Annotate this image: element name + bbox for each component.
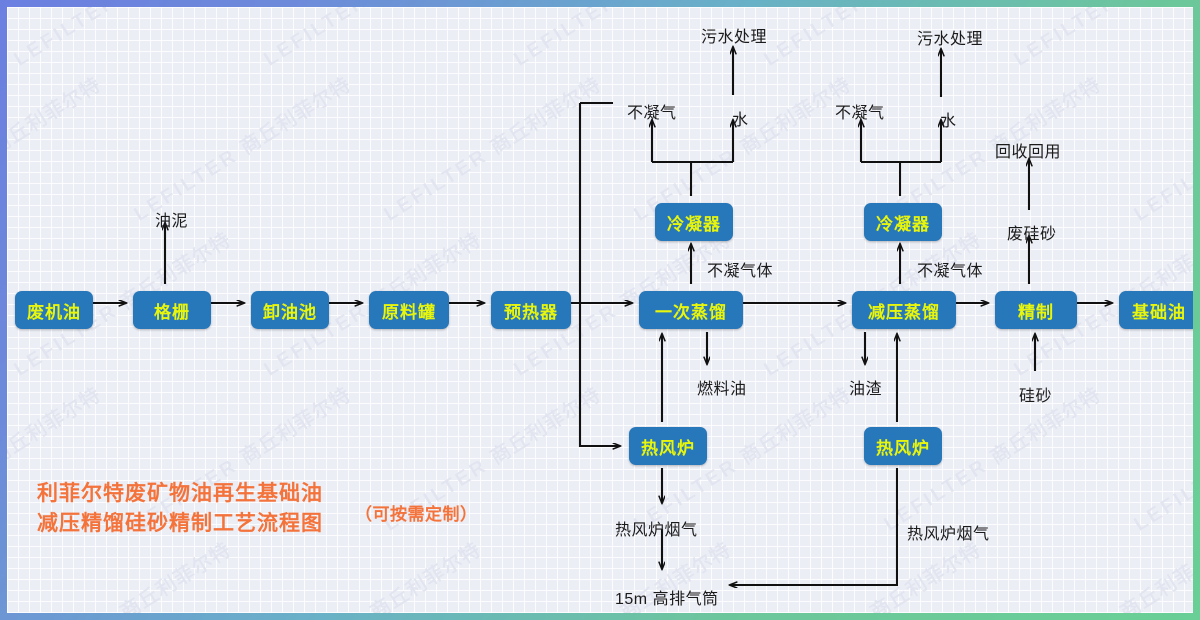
diagram-title: 利菲尔特废矿物油再生基础油 减压精馏硅砂精制工艺流程图 — [37, 479, 323, 539]
connector-layer — [86, 7, 1193, 613]
label-water_1: 水 — [732, 112, 749, 129]
label-waste_silica_sand: 废硅砂 — [1007, 226, 1057, 243]
node-condenser_2[interactable]: 冷凝器 — [864, 203, 942, 241]
node-hot_air_furnace_1[interactable]: 热风炉 — [629, 427, 707, 465]
label-exhaust_stack: 15m 高排气筒 — [615, 591, 719, 608]
node-first_distill[interactable]: 一次蒸馏 — [639, 291, 743, 329]
label-furnace_flue_gas_2: 热风炉烟气 — [907, 526, 990, 543]
label-oil_sludge: 油泥 — [155, 213, 189, 230]
node-condenser_1[interactable]: 冷凝器 — [655, 203, 733, 241]
label-water_2: 水 — [940, 113, 957, 130]
label-noncondensable_gas_2: 不凝气 — [835, 105, 885, 122]
title-line-1: 利菲尔特废矿物油再生基础油 — [37, 482, 323, 505]
node-refining[interactable]: 精制 — [995, 291, 1077, 329]
title-line-2: 减压精馏硅砂精制工艺流程图 — [37, 512, 323, 535]
label-furnace_flue_gas_1: 热风炉烟气 — [615, 522, 698, 539]
wire-branch-drop-to-furnace1 — [578, 103, 620, 446]
node-grating[interactable]: 格栅 — [133, 291, 211, 329]
label-noncondensable_gas_1: 不凝气 — [627, 105, 677, 122]
label-fuel_oil: 燃料油 — [697, 381, 747, 398]
node-oil_unload_pool[interactable]: 卸油池 — [251, 291, 329, 329]
node-vacuum_distill[interactable]: 减压蒸馏 — [852, 291, 956, 329]
node-hot_air_furnace_2[interactable]: 热风炉 — [864, 427, 942, 465]
label-noncond_gas_body_1: 不凝气体 — [707, 263, 774, 280]
label-recycle_reuse: 回收回用 — [995, 144, 1062, 161]
node-preheater[interactable]: 预热器 — [491, 291, 571, 329]
node-base_oil[interactable]: 基础油 — [1119, 291, 1193, 329]
label-sewage_treatment_2: 污水处理 — [917, 31, 984, 48]
label-noncond_gas_body_2: 不凝气体 — [917, 263, 984, 280]
diagram-title-note: （可按需定制） — [355, 505, 478, 524]
label-oil_residue: 油渣 — [849, 381, 883, 398]
node-waste_oil[interactable]: 废机油 — [15, 291, 93, 329]
label-silica_sand: 硅砂 — [1019, 388, 1053, 405]
label-sewage_treatment_1: 污水处理 — [701, 29, 768, 46]
node-feed_tank[interactable]: 原料罐 — [369, 291, 449, 329]
wire-furnace2-to-stack — [730, 468, 899, 585]
